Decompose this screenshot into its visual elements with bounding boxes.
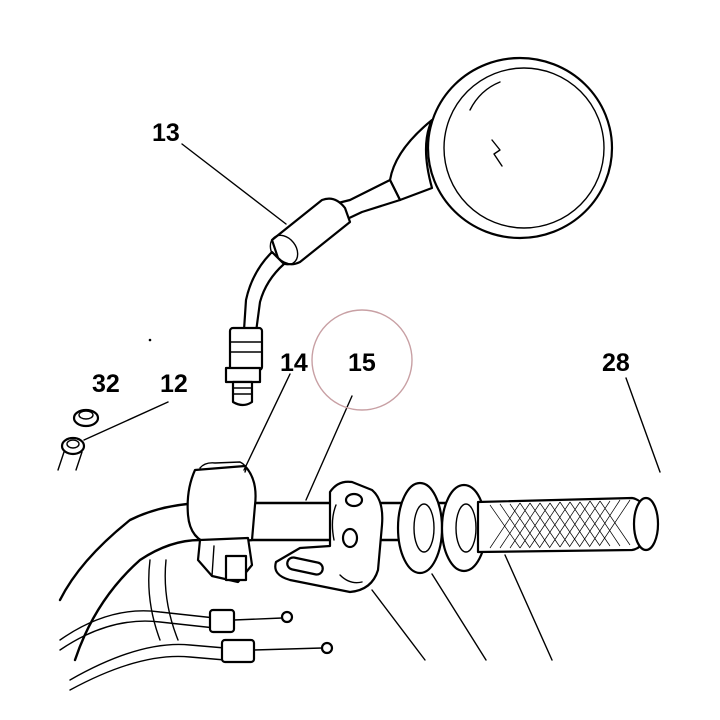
throttle-cables bbox=[59, 608, 334, 691]
leader-14 bbox=[243, 373, 291, 471]
leader-bottom-2 bbox=[431, 573, 487, 661]
callout-12: 12 bbox=[160, 370, 188, 398]
leader-lines bbox=[83, 143, 661, 661]
mirror-assembly bbox=[224, 56, 614, 407]
leader-12 bbox=[83, 401, 169, 441]
handlebar-tube bbox=[58, 501, 522, 602]
leader-13 bbox=[181, 143, 287, 225]
handlebar-grip bbox=[476, 496, 660, 554]
callout-15: 15 bbox=[348, 349, 376, 377]
mirror-back-cup bbox=[388, 118, 434, 202]
grip-flanges bbox=[396, 481, 488, 575]
mirror-rod bbox=[242, 250, 286, 334]
leader-bottom-1 bbox=[371, 589, 426, 661]
throttle-housing bbox=[274, 480, 384, 594]
grip-knurl bbox=[489, 499, 631, 549]
highlight-circle bbox=[311, 309, 413, 411]
handlebar bbox=[58, 501, 522, 662]
switch-clamp bbox=[186, 461, 257, 584]
mirror-nut bbox=[224, 366, 262, 384]
cap-part-32 bbox=[72, 408, 100, 428]
throttle-body bbox=[274, 480, 384, 594]
mirror-glass-outer bbox=[426, 56, 614, 240]
mirror-adapter bbox=[228, 326, 264, 372]
callout-32: 32 bbox=[92, 370, 120, 398]
callout-labels: 13 14 15 28 32 12 bbox=[92, 119, 630, 398]
callout-14: 14 bbox=[280, 349, 308, 377]
leader-bottom-3 bbox=[504, 554, 553, 661]
mirror-boot bbox=[270, 197, 352, 266]
callout-28: 28 bbox=[602, 349, 630, 377]
leader-15 bbox=[305, 395, 353, 501]
throttle-slot bbox=[286, 556, 324, 576]
leader-28 bbox=[625, 377, 661, 473]
callout-13: 13 bbox=[152, 119, 180, 147]
clamp-body bbox=[186, 464, 257, 547]
mirror-glass-inner bbox=[443, 67, 605, 229]
collar-part-12 bbox=[57, 436, 86, 471]
flange-1 bbox=[396, 481, 444, 575]
mirror-reflection-mark bbox=[491, 139, 503, 167]
